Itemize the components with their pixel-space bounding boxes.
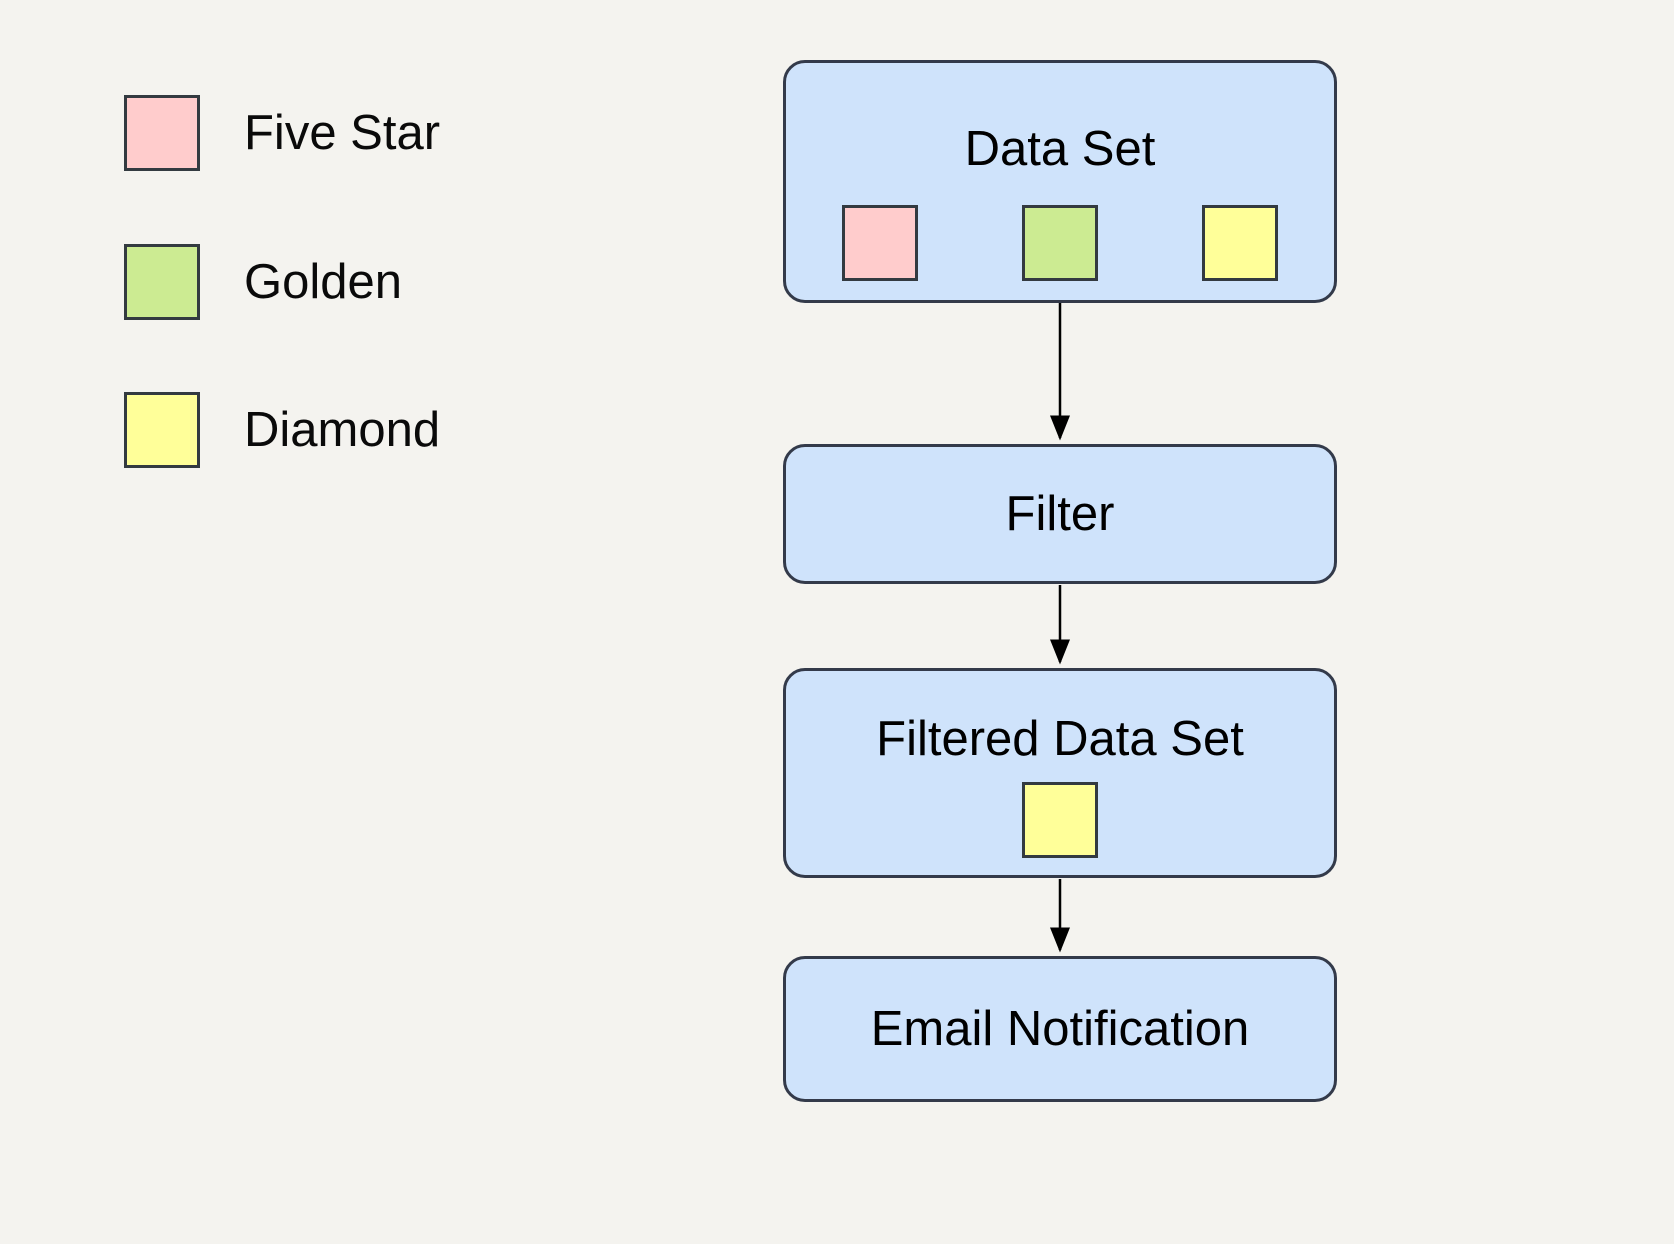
chip-golden (1022, 205, 1098, 281)
legend-item-five-star: Five Star (124, 95, 440, 171)
legend-label-diamond: Diamond (244, 402, 441, 457)
node-filtered-data-set-title: Filtered Data Set (876, 712, 1244, 766)
legend-label-golden: Golden (244, 254, 403, 309)
node-data-set-chips (786, 205, 1334, 281)
node-email-notification[interactable]: Email Notification (783, 956, 1337, 1102)
legend-label-five-star: Five Star (244, 105, 441, 160)
golden-swatch (124, 244, 200, 320)
node-filtered-data-set[interactable]: Filtered Data Set (783, 668, 1337, 878)
chip-five-star (842, 205, 918, 281)
five-star-swatch (124, 95, 200, 171)
legend-item-diamond: Diamond (124, 392, 440, 468)
node-filter-title: Filter (1005, 486, 1115, 541)
node-data-set[interactable]: Data Set (783, 60, 1337, 303)
legend-item-golden: Golden (124, 244, 402, 320)
node-filtered-data-set-chips (786, 782, 1334, 858)
chip-diamond (1022, 782, 1098, 858)
chip-diamond (1202, 205, 1278, 281)
node-email-notification-title: Email Notification (870, 1001, 1250, 1056)
diamond-swatch (124, 392, 200, 468)
node-filter[interactable]: Filter (783, 444, 1337, 584)
node-data-set-title: Data Set (964, 122, 1156, 176)
